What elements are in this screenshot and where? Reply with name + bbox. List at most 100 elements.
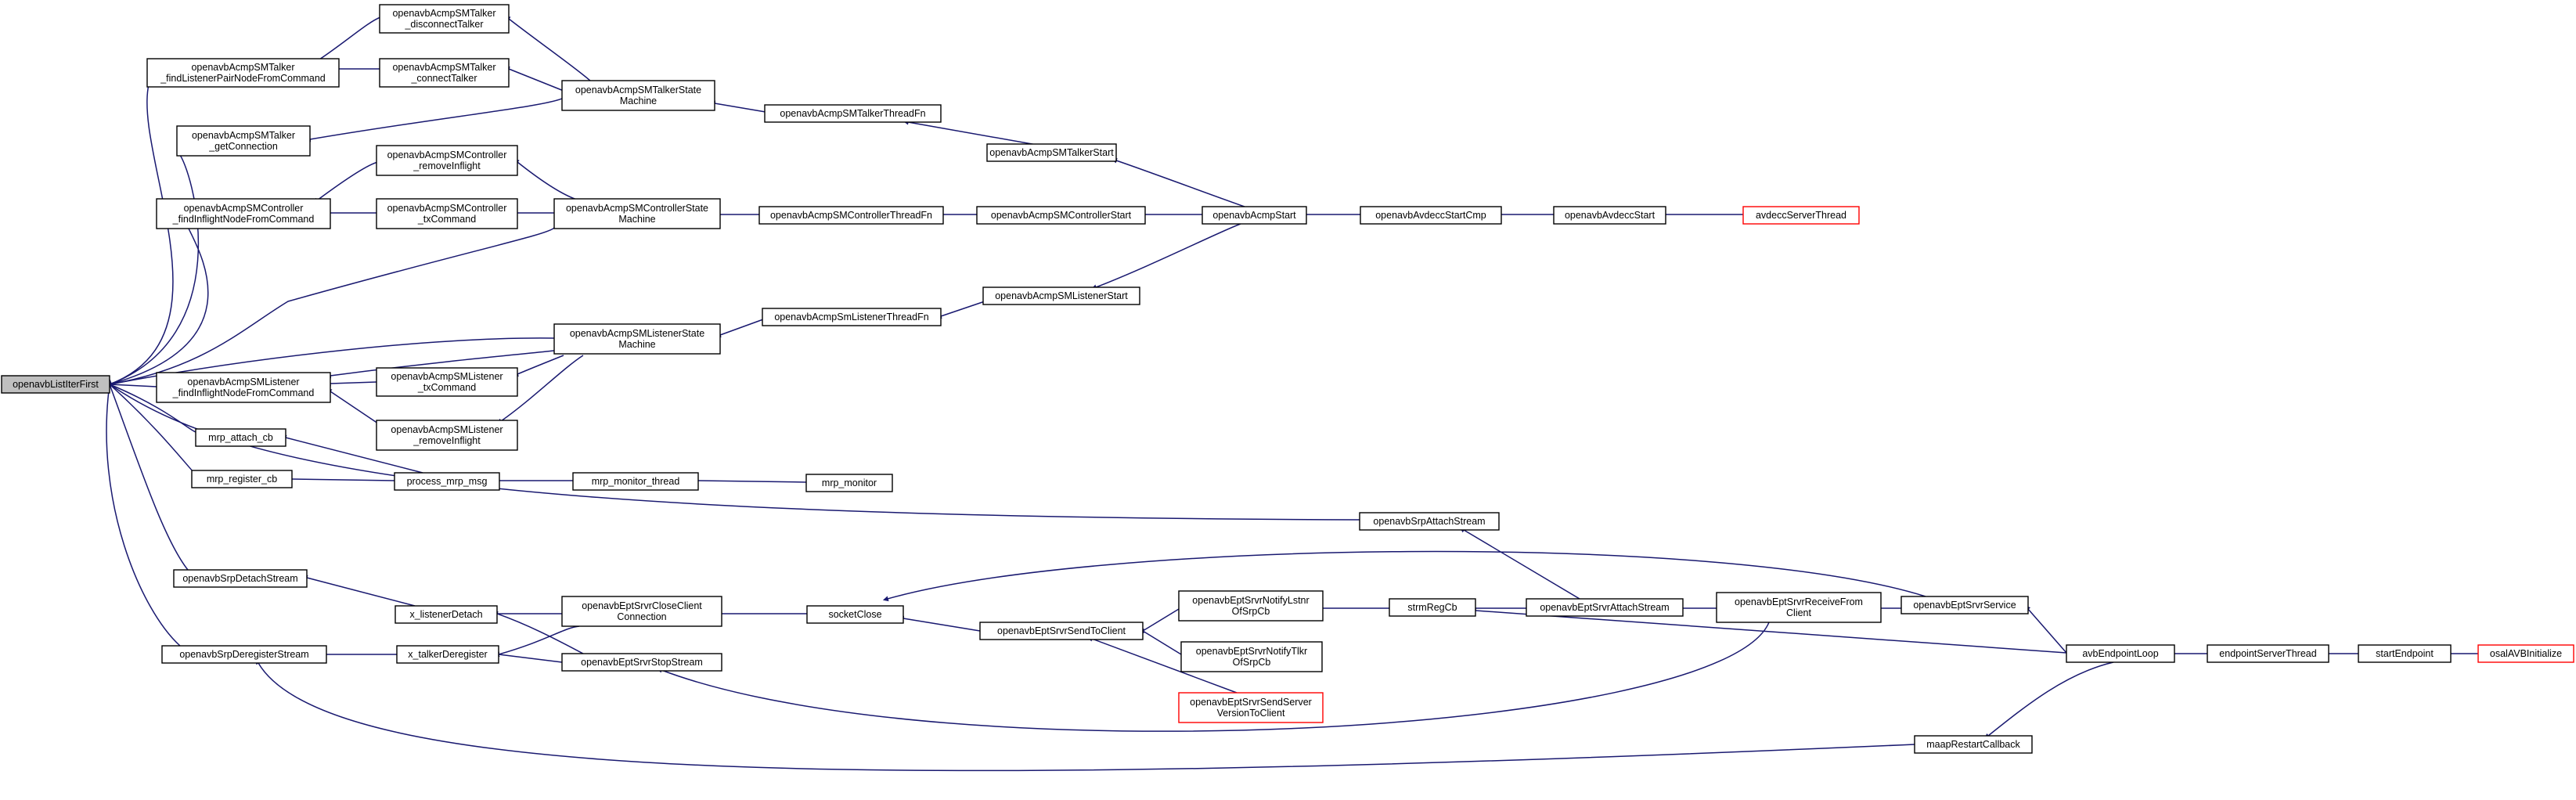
call-edge (1087, 636, 1238, 694)
graph-node-openavbacmpsmtalker-disconnecttalker[interactable]: openavbAcmpSMTalker_disconnectTalker (379, 4, 510, 34)
node-box (553, 198, 721, 229)
graph-node-mrp-attach-cb[interactable]: mrp_attach_cb (195, 428, 286, 447)
call-edge (513, 159, 580, 201)
node-label: OfSrpCb (1233, 657, 1271, 668)
graph-node-openavbsrpdetachstream[interactable]: openavbSrpDetachStream (173, 569, 308, 588)
node-label: openavbEptSrvrStopStream (581, 657, 703, 668)
graph-node-process-mrp-msg[interactable]: process_mrp_msg (394, 472, 500, 491)
call-edge (255, 658, 1915, 772)
graph-node-avdeccserverthread[interactable]: avdeccServerThread (1742, 206, 1860, 225)
node-label: openavbAcmpSMControllerStart (991, 210, 1132, 221)
node-label: openavbAcmpSMControllerThreadFn (770, 210, 932, 221)
node-box (146, 58, 340, 88)
graph-node-socketclose[interactable]: socketClose (806, 605, 904, 624)
node-label: _removeInflight (413, 160, 481, 171)
graph-node-openavbeptsrvrsendtoclient[interactable]: openavbEptSrvrSendToClient (979, 622, 1144, 640)
graph-node-openavbacmpsmtalkerthreadfn[interactable]: openavbAcmpSMTalkerThreadFn (764, 104, 942, 123)
node-box (561, 80, 715, 111)
graph-node-mrp-monitor-thread[interactable]: mrp_monitor_thread (572, 472, 699, 491)
graph-node-openavbacmpsmcontroller-txcommand[interactable]: openavbAcmpSMController_txCommand (376, 198, 518, 229)
node-label: mrp_monitor (822, 477, 877, 488)
graph-node-openavbacmpsmcontroller-removeinflight[interactable]: openavbAcmpSMController_removeInflight (376, 145, 518, 176)
graph-node-openavbsrpattachstream[interactable]: openavbSrpAttachStream (1359, 512, 1500, 531)
graph-node-endpointserverthread[interactable]: endpointServerThread (2207, 644, 2329, 663)
graph-node-openavbeptsrvrservice[interactable]: openavbEptSrvrService (1900, 596, 2029, 614)
graph-node-openavbacmpsmlistener-txcommand[interactable]: openavbAcmpSMListener_txCommand (376, 367, 518, 397)
node-label: osalAVBInitialize (2490, 648, 2562, 659)
node-box (561, 653, 722, 672)
call-edge (106, 380, 189, 571)
graph-node-x-talkerderegister[interactable]: x_talkerDeregister (396, 645, 499, 664)
node-box (1360, 206, 1502, 225)
graph-node-maaprestartcallback[interactable]: maapRestartCallback (1914, 735, 2033, 754)
graph-node-avbendpointloop[interactable]: avbEndpointLoop (2066, 644, 2175, 663)
graph-node-mrp-monitor[interactable]: mrp_monitor (805, 474, 893, 492)
node-label: mrp_register_cb (207, 474, 277, 485)
call-edge (312, 161, 379, 204)
node-label: strmRegCb (1407, 602, 1457, 613)
call-edge (325, 380, 377, 387)
call-edge (106, 379, 181, 647)
graph-node-openavbacmpsmcontroller-findinflightnodefromcommand[interactable]: openavbAcmpSMController_findInflightNode… (156, 198, 331, 229)
node-box (2358, 644, 2452, 663)
node-label: maapRestartCallback (1926, 739, 2020, 750)
graph-node-openavbacmpsmlistener-removeinflight[interactable]: openavbAcmpSMListener_removeInflight (376, 420, 518, 451)
node-box (986, 143, 1117, 162)
call-edge (286, 476, 395, 482)
graph-node-openavbacmpsmcontrollerstart[interactable]: openavbAcmpSMControllerStart (976, 206, 1146, 225)
node-label: x_listenerDetach (409, 609, 482, 620)
graph-node-openavbacmpsmcontrollerthreadfn[interactable]: openavbAcmpSMControllerThreadFn (758, 206, 944, 225)
node-label: openavbSrpDetachStream (182, 573, 297, 584)
node-label: _connectTalker (410, 73, 477, 84)
graph-node-openavbavdeccstart[interactable]: openavbAvdeccStart (1553, 206, 1666, 225)
call-edge (1091, 223, 1241, 290)
graph-node-openavbacmpsmtalker-getconnection[interactable]: openavbAcmpSMTalker_getConnection (176, 125, 311, 157)
node-label: openavbAcmpSMTalker (191, 62, 294, 73)
node-label: openavbAcmpStart (1212, 210, 1296, 221)
node-label: openavbListIterFirst (13, 379, 99, 390)
graph-node-osalavbinitialize[interactable]: osalAVBInitialize (2477, 644, 2574, 663)
node-box (376, 145, 518, 176)
node-label: openavbEptSrvrNotifyTlkr (1196, 646, 1307, 657)
node-label: mrp_monitor_thread (592, 476, 680, 487)
node-box (1742, 206, 1860, 225)
graph-node-mrp-register-cb[interactable]: mrp_register_cb (191, 470, 293, 488)
graph-node-openavbacmpsmtalker-findlistenerpairnodefromcommand[interactable]: openavbAcmpSMTalker_findListenerPairNode… (146, 58, 340, 88)
node-label: _txCommand (417, 382, 476, 393)
node-label: openavbAcmpSMListener (391, 371, 503, 382)
call-edge (312, 16, 381, 64)
graph-node-openavbacmpsmtalkerstart[interactable]: openavbAcmpSMTalkerStart (986, 143, 1117, 162)
graph-node-openavbsrpderegisterstream[interactable]: openavbSrpDeregisterStream (161, 645, 327, 664)
graph-node-openavbacmpsmlistenerstart[interactable]: openavbAcmpSMListenerStart (982, 286, 1140, 305)
call-edge (104, 227, 555, 387)
graph-node-openavbacmpstart[interactable]: openavbAcmpStart (1202, 206, 1307, 225)
graph-node-openavbeptsrvrattachstream[interactable]: openavbEptSrvrAttachStream (1526, 598, 1684, 617)
node-box (173, 569, 308, 588)
node-box (1202, 206, 1307, 225)
graph-node-startendpoint[interactable]: startEndpoint (2358, 644, 2452, 663)
call-edge (936, 301, 985, 319)
graph-node-x-listenerdetach[interactable]: x_listenerDetach (395, 605, 498, 624)
graph-node-openavblistiterfirst[interactable]: openavbListIterFirst (1, 375, 110, 394)
node-box (2207, 644, 2329, 663)
node-box (191, 470, 293, 488)
node-box (1914, 735, 2033, 754)
node-box (379, 4, 510, 34)
graph-node-openavbacmpsmlistener-findinflightnodefromcommand[interactable]: openavbAcmpSMListener_findInflightNodeFr… (156, 372, 331, 403)
node-label: openavbAcmpSMControllerState (566, 203, 708, 214)
graph-node-openavbacmpsmtalker-connecttalker[interactable]: openavbAcmpSMTalker_connectTalker (379, 58, 510, 88)
graph-node-openavbavdeccstartcmp[interactable]: openavbAvdeccStartCmp (1360, 206, 1502, 225)
call-edge (104, 381, 157, 387)
node-label: _getConnection (208, 141, 278, 152)
graph-node-strmregcb[interactable]: strmRegCb (1389, 598, 1476, 617)
graph-node-openavbeptsrvrstopstream[interactable]: openavbEptSrvrStopStream (561, 653, 722, 672)
graph-node-openavbacmpsmlistenerthreadfn[interactable]: openavbAcmpSmListenerThreadFn (762, 308, 942, 326)
